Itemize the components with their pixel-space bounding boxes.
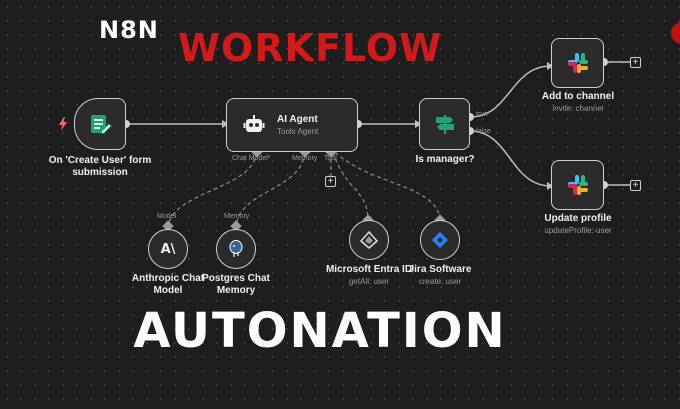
- entra-node[interactable]: [349, 220, 389, 260]
- slack-icon: [567, 175, 588, 195]
- add-to-channel-node[interactable]: [551, 38, 604, 88]
- postgres-title: Postgres Chat Memory: [202, 273, 270, 296]
- jira-node[interactable]: [420, 220, 460, 260]
- port-chat-model: Chat Model*: [232, 155, 271, 162]
- update-profile-subtitle: updateProfile: user: [544, 226, 612, 235]
- trigger-node[interactable]: [74, 98, 126, 150]
- lightning-icon: [59, 117, 67, 131]
- add-channel-title: Add to channel: [541, 91, 615, 102]
- update-profile-node[interactable]: [551, 160, 604, 210]
- wire-true-add: [469, 65, 552, 118]
- entra-subtitle: getAll: user: [348, 277, 390, 286]
- agent-subtitle: Tools Agent: [277, 127, 319, 136]
- ai-agent-node[interactable]: AI Agent Tools Agent: [226, 98, 358, 152]
- wire-agent-memory: [235, 151, 306, 227]
- add-after-update-button[interactable]: +: [630, 180, 641, 191]
- wire-agent-entra: [332, 151, 369, 221]
- update-profile-title: Update profile: [544, 213, 612, 224]
- wire-agent-jira: [334, 151, 441, 221]
- port-tool: Tool: [324, 155, 337, 162]
- add-channel-subtitle: invite: channel: [552, 104, 604, 113]
- postgres-icon: [229, 240, 243, 257]
- add-tool-button[interactable]: +: [325, 176, 336, 187]
- brand-logo: N8N: [99, 16, 159, 44]
- form-icon: [91, 115, 112, 135]
- jira-title: Jira Software: [408, 264, 472, 275]
- trigger-title: On 'Create User' form submission: [48, 155, 152, 178]
- entra-icon: [359, 230, 379, 249]
- signpost-icon: [435, 115, 454, 134]
- switch-out-false: false: [476, 128, 491, 135]
- entra-title: Microsoft Entra ID: [325, 264, 413, 275]
- headline-workflow: WORKFLOW: [178, 26, 442, 70]
- switch-out-true: true: [476, 111, 489, 118]
- red-badge-icon: [671, 22, 680, 44]
- anthropic-title: Anthropic Chat Model: [131, 273, 205, 296]
- anthropic-icon: A\: [160, 241, 176, 257]
- add-after-channel-button[interactable]: +: [630, 57, 641, 68]
- anthropic-port-label: Model: [157, 213, 177, 220]
- agent-title: AI Agent: [277, 114, 318, 125]
- anthropic-node[interactable]: A\: [148, 229, 188, 269]
- jira-icon: [432, 232, 448, 248]
- postgres-node[interactable]: [216, 229, 256, 269]
- switch-node[interactable]: [419, 98, 470, 150]
- switch-title: Is manager?: [415, 154, 475, 165]
- jira-subtitle: create: user: [418, 277, 462, 286]
- port-memory: Memory: [292, 155, 318, 162]
- slack-icon: [567, 53, 588, 73]
- robot-icon: [243, 115, 265, 132]
- headline-autonation: AUTONATION: [133, 303, 507, 359]
- wire-false-update: [469, 130, 552, 187]
- wire-agent-model: [167, 151, 258, 227]
- postgres-port-label: Memory: [224, 213, 250, 220]
